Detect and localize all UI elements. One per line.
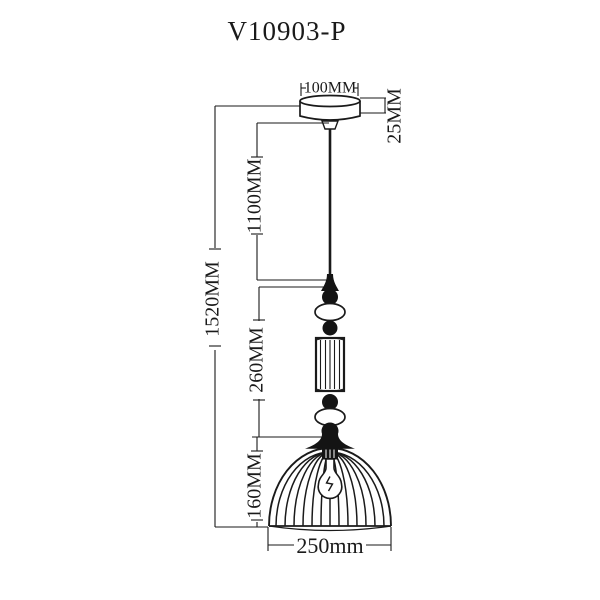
- stem-cone: [321, 274, 339, 291]
- product-code-title: V10903-P: [227, 16, 346, 46]
- dim-shade-diameter-label: 250mm: [296, 533, 363, 558]
- dim-stem-height-label: 260MM: [246, 327, 268, 393]
- dim-shade-height-label: 160MM: [244, 453, 266, 519]
- dim-cord-length-lines: [251, 122, 330, 281]
- dimension-lines: [209, 83, 392, 551]
- dim-canopy-width-label: 100MM: [304, 80, 356, 97]
- dim-cord-length-label: 1100MM: [244, 158, 266, 233]
- pendant-lamp: [268, 94, 392, 532]
- decorative-stem: [314, 274, 346, 440]
- stem-ball: [322, 320, 338, 336]
- stem-ball: [322, 289, 338, 305]
- stem-oval-bead: [314, 302, 346, 322]
- cord-grip: [320, 120, 340, 130]
- shade-top-flare: [305, 434, 355, 449]
- ribbed-cylinder: [314, 336, 346, 393]
- ceiling-canopy: [299, 94, 361, 130]
- dim-total-height-lines: [209, 105, 300, 528]
- dim-canopy-width-lines: [300, 83, 359, 96]
- cage-shade: [268, 434, 392, 532]
- dim-canopy-height-lines: [360, 97, 386, 114]
- dim-shade-diameter-lines: [267, 527, 392, 551]
- dim-total-height-label: 1520MM: [202, 261, 224, 337]
- bulb-filament: [325, 476, 334, 492]
- shade-bottom-edge: [268, 525, 392, 532]
- dim-stem-lines: [252, 286, 331, 438]
- dim-shade-height-lines: [251, 437, 263, 527]
- dim-canopy-height-label: 25MM: [384, 88, 406, 144]
- light-bulb: [317, 458, 343, 500]
- bulb-socket: [322, 448, 338, 460]
- stem-ball: [322, 394, 338, 410]
